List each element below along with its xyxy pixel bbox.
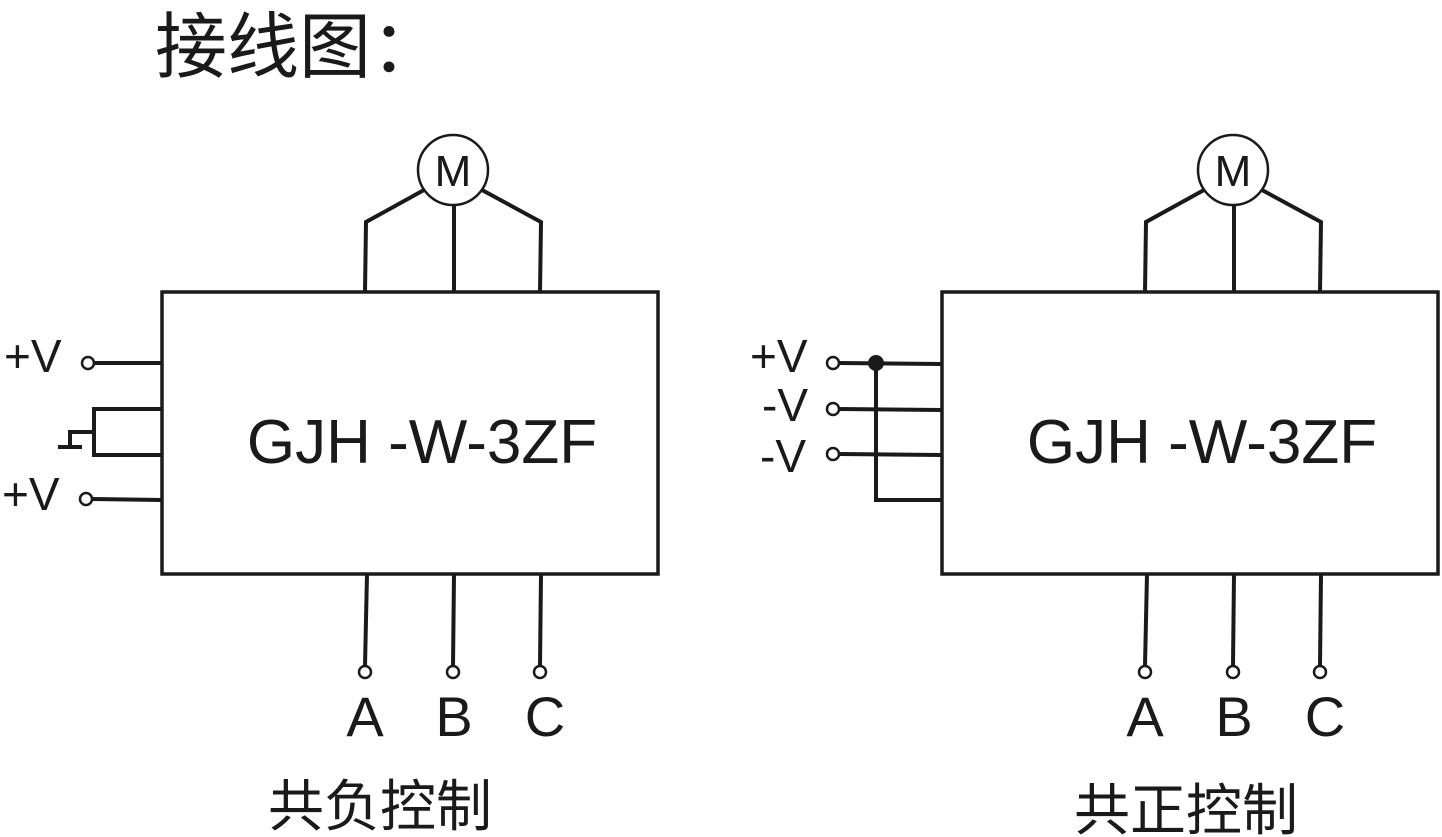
output-label-c: C — [1305, 685, 1345, 748]
motor-wire-c — [481, 188, 544, 293]
output-wire-b — [1231, 573, 1236, 667]
diagram-common-positive: M GJH -W-3ZF +V -V -V A B C 共正控制 — [750, 133, 1440, 837]
output-label-a: A — [346, 685, 384, 748]
controller-module-box — [160, 290, 660, 576]
output-wire-c — [1318, 573, 1323, 667]
output-label-b: B — [1215, 685, 1252, 748]
switch-icon — [58, 407, 162, 457]
input-label-1: +V — [750, 330, 808, 382]
output-label-a: A — [1126, 685, 1164, 748]
input-terminal-1 — [825, 355, 841, 371]
page-title: 接线图： — [155, 5, 443, 89]
controller-module-box — [940, 290, 1440, 576]
input-wire-2 — [838, 407, 943, 412]
output-terminal-a — [1137, 664, 1153, 680]
motor-wire-c — [1261, 188, 1324, 293]
caption-common-positive: 共正控制 — [1074, 779, 1298, 837]
module-label: GJH -W-3ZF — [247, 408, 597, 477]
common-bus-wire — [874, 363, 942, 502]
motor-wire-a — [1143, 188, 1205, 293]
output-label-c: C — [525, 685, 565, 748]
output-terminal-c — [532, 664, 548, 680]
motor-symbol: M — [416, 133, 490, 207]
motor-wire-a — [363, 188, 425, 293]
output-wire-c — [538, 573, 543, 667]
input-terminal-3 — [825, 446, 841, 462]
output-terminal-b — [445, 664, 461, 680]
input-terminal-2 — [825, 401, 841, 417]
output-terminal-a — [357, 664, 373, 680]
input-terminal-2 — [78, 491, 94, 507]
input-label-2: +V — [2, 468, 60, 520]
output-wire-a — [363, 573, 369, 667]
motor-label: M — [1215, 147, 1252, 196]
input-label-1: +V — [4, 330, 62, 382]
input-terminal-1 — [80, 355, 96, 371]
motor-symbol: M — [1196, 133, 1270, 207]
output-terminal-c — [1312, 664, 1328, 680]
caption-common-negative: 共负控制 — [268, 775, 492, 837]
output-label-b: B — [435, 685, 472, 748]
output-wire-a — [1143, 573, 1149, 667]
output-terminal-b — [1225, 664, 1241, 680]
input-wire-2 — [91, 497, 163, 502]
output-wire-b — [451, 573, 456, 667]
input-label-3: -V — [760, 430, 806, 482]
module-label: GJH -W-3ZF — [1027, 408, 1377, 477]
motor-label: M — [435, 147, 472, 196]
diagram-common-negative: M GJH -W-3ZF +V +V A B C 共负控 — [2, 133, 660, 837]
input-label-2: -V — [762, 379, 808, 431]
input-wire-1 — [838, 361, 943, 366]
input-wire-3 — [838, 452, 943, 457]
